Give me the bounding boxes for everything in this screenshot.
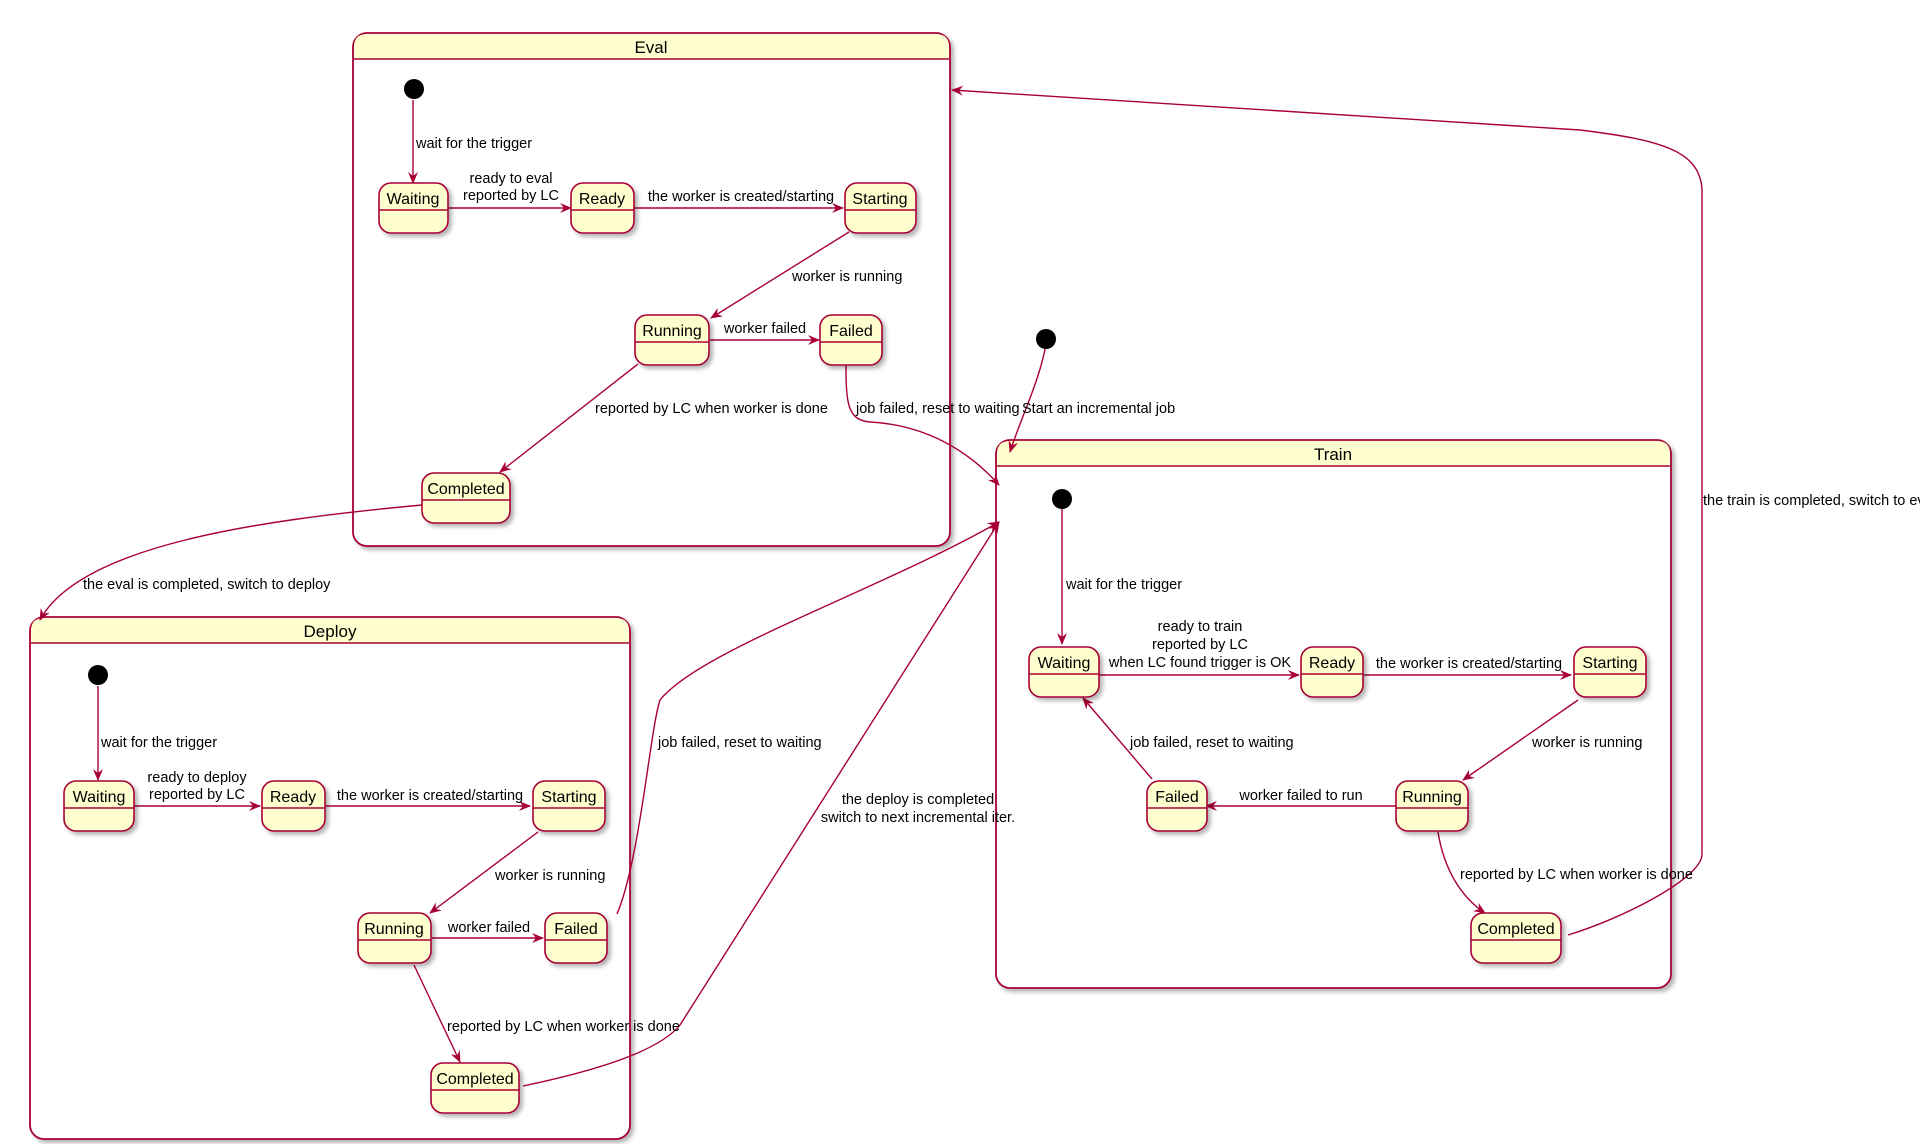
label-deploy-running: worker is running	[494, 868, 605, 884]
state-train-running: Running	[1395, 780, 1469, 832]
label-train-created: the worker is created/starting	[1376, 656, 1562, 672]
state-label: Ready	[579, 191, 625, 208]
label-train-to-eval: the train is completed, switch to eval	[1703, 493, 1920, 509]
label-deploy-failed: worker failed	[447, 920, 530, 936]
composite-title-deploy: Deploy	[304, 622, 357, 641]
label-eval-job-failed: job failed, reset to waiting	[855, 401, 1020, 417]
state-label: Waiting	[73, 789, 126, 806]
state-deploy-running: Running	[357, 912, 432, 964]
state-label: Starting	[1582, 655, 1637, 672]
label-eval-ready-2: reported by LC	[463, 188, 559, 204]
state-label: Failed	[554, 921, 598, 938]
label-deploy-complete-1: the deploy is completed	[842, 792, 994, 808]
edge-deploy-completed-train	[522, 521, 1000, 1087]
label-deploy-ready-1: ready to deploy	[147, 770, 247, 786]
edge-deploy-starting-running	[429, 831, 539, 914]
state-deploy-waiting: Waiting	[63, 780, 135, 832]
label-train-ready-1: ready to train	[1158, 619, 1243, 635]
label-deploy-ready-2: reported by LC	[149, 787, 245, 803]
state-eval-failed: Failed	[819, 314, 883, 366]
label-deploy-done: reported by LC when worker is done	[447, 1019, 680, 1035]
composite-train: Train	[995, 439, 1672, 989]
state-label: Failed	[1155, 789, 1199, 806]
state-train-waiting: Waiting	[1028, 646, 1100, 698]
edge-train-running-completed	[1437, 831, 1486, 914]
state-deploy-failed: Failed	[544, 912, 608, 964]
label-train-failed-run: worker failed to run	[1238, 788, 1362, 804]
initial-state-deploy	[88, 665, 108, 685]
composite-eval: Eval	[352, 32, 951, 547]
edge-deploy-failed-train	[616, 521, 1000, 915]
state-label: Completed	[1477, 921, 1554, 938]
label-train-wait: wait for the trigger	[1065, 577, 1182, 593]
edge-start-incremental	[1008, 343, 1047, 453]
label-train-done: reported by LC when worker is done	[1460, 867, 1693, 883]
label-train-ready-3: when LC found trigger is OK	[1108, 655, 1291, 671]
state-train-starting: Starting	[1573, 646, 1647, 698]
state-eval-starting: Starting	[844, 182, 917, 234]
state-eval-ready: Ready	[570, 182, 635, 234]
edge-deploy-running-completed	[413, 964, 461, 1063]
state-deploy-ready: Ready	[261, 780, 326, 832]
edge-train-failed-waiting	[1082, 697, 1153, 780]
composite-deploy: Deploy	[29, 616, 631, 1140]
label-eval-wait: wait for the trigger	[415, 136, 532, 152]
state-label: Failed	[829, 323, 873, 340]
initial-state-outer	[1036, 329, 1056, 349]
label-deploy-wait: wait for the trigger	[100, 735, 217, 751]
state-label: Completed	[436, 1071, 513, 1088]
label-eval-ready-1: ready to eval	[469, 171, 552, 187]
state-deploy-starting: Starting	[532, 780, 606, 832]
state-label: Completed	[427, 481, 504, 498]
state-label: Starting	[852, 191, 907, 208]
edges	[39, 85, 1703, 1087]
label-train-running: worker is running	[1531, 735, 1642, 751]
edge-labels: wait for the trigger ready to eval repor…	[83, 136, 1920, 1035]
label-start-incremental: Start an incremental job	[1022, 401, 1175, 417]
label-eval-running: worker is running	[791, 269, 902, 285]
state-label: Ready	[1309, 655, 1355, 672]
edge-eval-starting-running	[710, 231, 850, 319]
state-eval-completed: Completed	[421, 472, 511, 524]
state-label: Running	[364, 921, 424, 938]
state-label: Running	[1402, 789, 1462, 806]
state-label: Waiting	[1038, 655, 1091, 672]
composite-title-train: Train	[1314, 445, 1352, 464]
state-label: Starting	[541, 789, 596, 806]
state-label: Ready	[270, 789, 316, 806]
label-eval-to-deploy: the eval is completed, switch to deploy	[83, 577, 331, 593]
composite-title-eval: Eval	[634, 38, 667, 57]
edge-eval-running-completed	[499, 363, 639, 473]
edge-eval-failed-train	[845, 364, 1000, 486]
label-deploy-job-failed: job failed, reset to waiting	[657, 735, 822, 751]
state-label: Running	[642, 323, 702, 340]
initial-state-train	[1052, 489, 1072, 509]
edge-train-to-eval	[951, 85, 1703, 936]
edge-train-starting-running	[1462, 699, 1579, 781]
state-train-failed: Failed	[1146, 780, 1208, 832]
label-train-job-failed: job failed, reset to waiting	[1129, 735, 1294, 751]
label-deploy-complete-2: switch to next incremental iter.	[821, 810, 1015, 826]
state-eval-waiting: Waiting	[378, 182, 449, 234]
label-eval-failed: worker failed	[723, 321, 806, 337]
edge-eval-to-deploy	[39, 504, 423, 621]
state-deploy-completed: Completed	[430, 1062, 520, 1114]
initial-state-eval	[404, 79, 424, 99]
label-eval-created: the worker is created/starting	[648, 189, 834, 205]
label-eval-done: reported by LC when worker is done	[595, 401, 828, 417]
state-label: Waiting	[387, 191, 440, 208]
label-train-ready-2: reported by LC	[1152, 637, 1248, 653]
state-eval-running: Running	[634, 314, 710, 366]
state-train-ready: Ready	[1300, 646, 1364, 698]
state-train-completed: Completed	[1470, 912, 1562, 964]
label-deploy-created: the worker is created/starting	[337, 788, 523, 804]
